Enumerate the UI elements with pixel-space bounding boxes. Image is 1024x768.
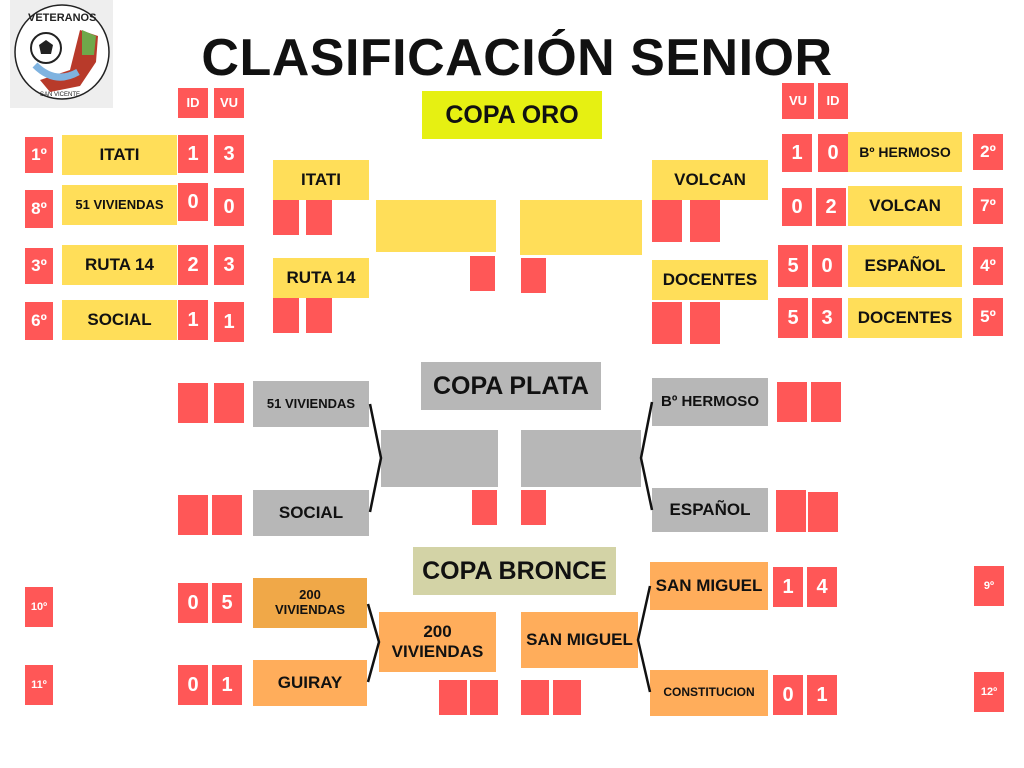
standing-position: 9º: [974, 566, 1004, 606]
standing-team: 51 VIVIENDAS: [62, 185, 177, 225]
standing-position: 8º: [25, 190, 53, 228]
oro-final-slot-left: [376, 200, 496, 252]
header-id-left: ID: [178, 88, 208, 118]
standing-vu: 5: [778, 298, 808, 338]
score-box: 4: [807, 567, 837, 607]
logo-emblem-icon: [14, 4, 110, 100]
score-box: [521, 680, 549, 715]
bronce-semi-team: CONSTITUCION: [650, 670, 768, 716]
standing-vu: 1: [214, 302, 244, 342]
header-vu-left: VU: [214, 88, 244, 118]
score-box: 1: [773, 567, 803, 607]
score-box: [306, 298, 332, 333]
standing-id: 1: [178, 135, 208, 173]
score-box: 0: [178, 665, 208, 705]
bronce-semi-team: GUIRAY: [253, 660, 367, 706]
bronce-final-team: SAN MIGUEL: [521, 612, 638, 668]
plata-semi-team: SOCIAL: [253, 490, 369, 536]
standing-team: ESPAÑOL: [848, 245, 962, 287]
standing-team: DOCENTES: [848, 298, 962, 338]
oro-semi-team: ITATI: [273, 160, 369, 200]
standing-position: 10º: [25, 587, 53, 627]
score-box: [470, 680, 498, 715]
score-box: [690, 200, 720, 242]
score-box: [178, 383, 208, 423]
oro-semi-team: DOCENTES: [652, 260, 768, 300]
oro-semi-team: RUTA 14: [273, 258, 369, 298]
score-box: [178, 495, 208, 535]
score-box: 0: [178, 583, 208, 623]
oro-final-slot-right: [520, 200, 642, 255]
standing-id: 0: [812, 245, 842, 287]
standing-id: 1: [178, 300, 208, 340]
oro-semi-team: VOLCAN: [652, 160, 768, 200]
standing-id: 0: [178, 183, 208, 221]
score-box: [808, 492, 838, 532]
standing-id: 3: [812, 298, 842, 338]
standing-team: RUTA 14: [62, 245, 177, 285]
standing-id: 2: [816, 188, 846, 226]
score-box: [472, 490, 497, 525]
standing-position: 2º: [973, 134, 1003, 170]
standing-vu: 0: [214, 188, 244, 226]
score-box: [273, 200, 299, 235]
standing-vu: 5: [778, 245, 808, 287]
score-box: [777, 382, 807, 422]
score-box: 1: [212, 665, 242, 705]
standing-vu: 3: [214, 135, 244, 173]
score-box: [214, 383, 244, 423]
bronce-semi-team: 200 VIVIENDAS: [253, 578, 367, 628]
plata-final-slot-left: [381, 430, 498, 487]
standing-position: 6º: [25, 302, 53, 340]
standing-position: 11º: [25, 665, 53, 705]
logo-name: VETERANOS: [28, 12, 97, 24]
copa-plata-title: COPA PLATA: [421, 362, 601, 410]
plata-final-slot-right: [521, 430, 641, 487]
standing-id: 0: [818, 134, 848, 172]
score-box: [652, 302, 682, 344]
score-box: [306, 200, 332, 235]
standing-position: 7º: [973, 188, 1003, 224]
score-box: [273, 298, 299, 333]
score-box: [439, 680, 467, 715]
copa-bronce-title: COPA BRONCE: [413, 547, 616, 595]
page-title: CLASIFICACIÓN SENIOR: [201, 29, 833, 87]
score-box: [811, 382, 841, 422]
score-box: [652, 200, 682, 242]
standing-vu: 3: [214, 245, 244, 285]
standing-team: Bº HERMOSO: [848, 132, 962, 172]
standing-position: 4º: [973, 247, 1003, 285]
score-box: [776, 490, 806, 532]
standing-position: 3º: [25, 248, 53, 284]
copa-oro-title: COPA ORO: [422, 91, 602, 139]
plata-semi-team: 51 VIVIENDAS: [253, 381, 369, 427]
header-vu-right: VU: [782, 83, 814, 119]
plata-semi-team: ESPAÑOL: [652, 488, 768, 532]
standing-id: 2: [178, 245, 208, 285]
header-id-right: ID: [818, 83, 848, 119]
score-box: [470, 256, 495, 291]
score-box: [521, 490, 546, 525]
score-box: 5: [212, 583, 242, 623]
score-box: 0: [773, 675, 803, 715]
bronce-semi-team: SAN MIGUEL: [650, 562, 768, 610]
standing-team: VOLCAN: [848, 186, 962, 226]
score-box: [521, 258, 546, 293]
bronce-final-team: 200 VIVIENDAS: [379, 612, 496, 672]
logo-bottom-text: SAN VICENTE: [40, 92, 81, 98]
score-box: [212, 495, 242, 535]
standing-position: 12º: [974, 672, 1004, 712]
score-box: [690, 302, 720, 344]
plata-semi-team: Bº HERMOSO: [652, 378, 768, 426]
standing-position: 1º: [25, 137, 53, 173]
standing-vu: 0: [782, 188, 812, 226]
standing-vu: 1: [782, 134, 812, 172]
score-box: [553, 680, 581, 715]
veteranos-logo: VETERANOS SAN VICENTE: [10, 0, 113, 108]
standing-team: SOCIAL: [62, 300, 177, 340]
standing-position: 5º: [973, 298, 1003, 336]
score-box: 1: [807, 675, 837, 715]
standing-team: ITATI: [62, 135, 177, 175]
